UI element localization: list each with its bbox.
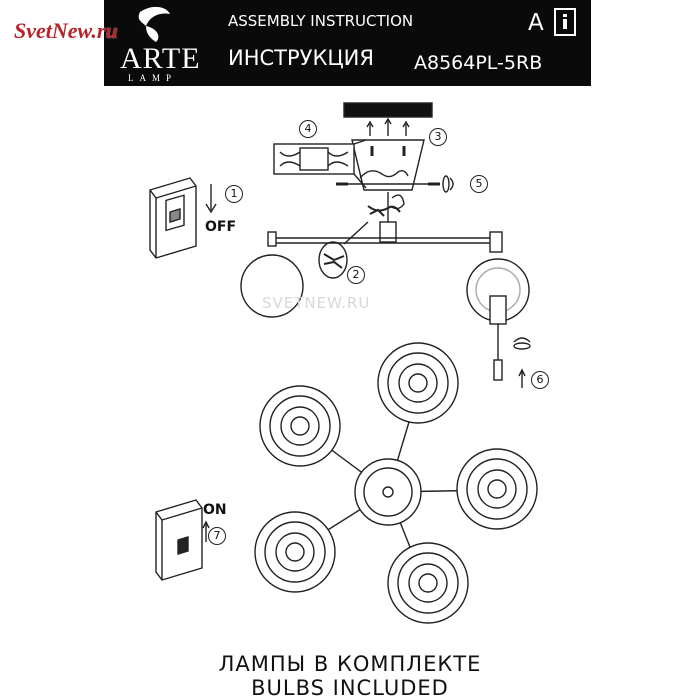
step-marker-7: 7	[208, 527, 226, 545]
wall-switch-on	[155, 499, 203, 581]
switch-on-label: ON	[203, 502, 227, 518]
step-marker-1: 1	[225, 185, 243, 203]
footer-english: BULBS INCLUDED	[251, 676, 449, 700]
switch-off-label: OFF	[205, 219, 237, 235]
ceiling-plate	[343, 102, 433, 210]
step-marker-6: 6	[531, 371, 549, 389]
arrow-down-off	[205, 184, 217, 214]
chandelier-top-view	[295, 391, 497, 583]
shade-top-1	[377, 342, 459, 424]
shade-top-5	[387, 542, 469, 624]
title-english: ASSEMBLY INSTRUCTION	[228, 12, 414, 30]
watermark-logo: SvetNew.ru	[14, 18, 118, 43]
watermark-center: SVETNEW.RU	[262, 294, 371, 312]
class-mark: A	[528, 10, 544, 36]
brand-subtitle: LAMP	[128, 73, 178, 83]
title-russian: ИНСТРУКЦИЯ	[228, 46, 374, 70]
brand-logo: ARTE	[120, 42, 201, 75]
left-glass-shade	[240, 231, 304, 318]
shade-top-2	[259, 385, 341, 467]
step-marker-4: 4	[299, 120, 317, 138]
step-marker-2: 2	[347, 266, 365, 284]
right-glass-shade	[466, 231, 531, 388]
model-number: A8564PL-5RB	[414, 52, 543, 74]
shade-top-4	[254, 511, 336, 593]
stem-junction	[367, 192, 401, 243]
step-marker-5: 5	[470, 175, 488, 193]
wire-connector	[318, 221, 369, 279]
step-marker-3: 3	[429, 128, 447, 146]
wall-switch-off	[149, 177, 197, 259]
mount-screws	[336, 175, 454, 193]
header-band	[104, 0, 591, 86]
arrow-up-on	[202, 520, 210, 542]
terminal-block	[273, 139, 367, 189]
footer-russian: ЛАМПЫ В КОМПЛЕКТЕ	[218, 652, 482, 676]
lamp-arm	[270, 237, 500, 244]
shade-top-3	[456, 448, 538, 530]
